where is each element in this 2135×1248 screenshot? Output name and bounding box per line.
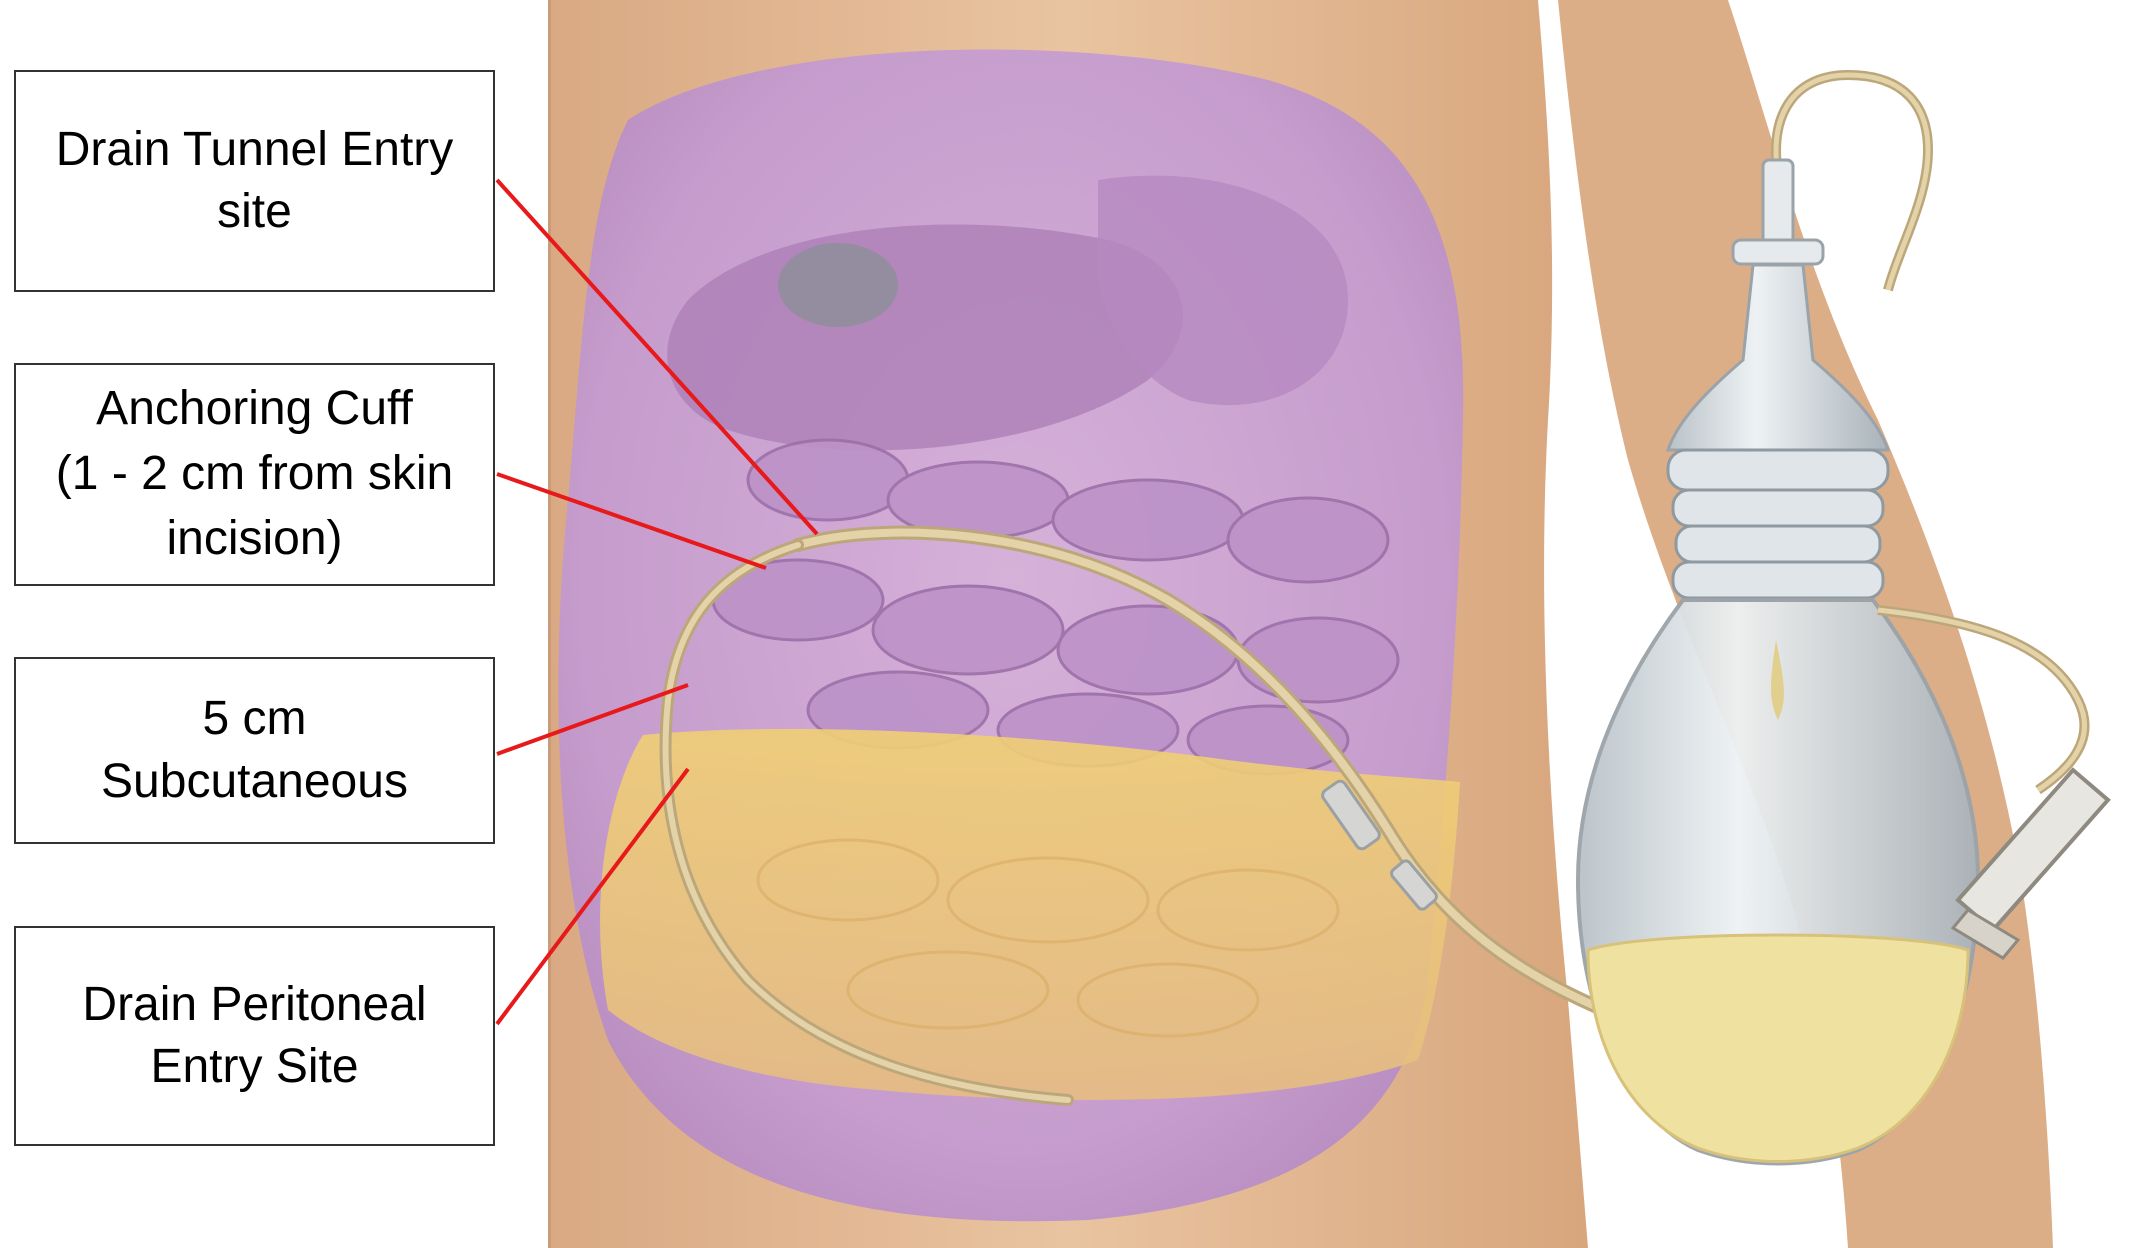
label-line: 5 cm [202,688,306,750]
label-line: Subcutaneous [101,751,408,813]
label-line: incision) [166,507,342,572]
label-drain-peritoneal-entry-site: Drain Peritoneal Entry Site [14,926,495,1146]
label-line: Entry Site [150,1036,358,1098]
label-line: site [217,181,292,243]
label-subcutaneous: 5 cm Subcutaneous [14,657,495,844]
abdominal-drain-illustration [548,0,2135,1248]
label-line: Anchoring Cuff [96,377,413,442]
label-drain-tunnel-entry-site: Drain Tunnel Entry site [14,70,495,292]
label-line: Drain Peritoneal [82,974,426,1036]
label-line: Drain Tunnel Entry [56,119,454,181]
label-anchoring-cuff: Anchoring Cuff (1 - 2 cm from skin incis… [14,363,495,586]
label-line: (1 - 2 cm from skin [56,442,453,507]
